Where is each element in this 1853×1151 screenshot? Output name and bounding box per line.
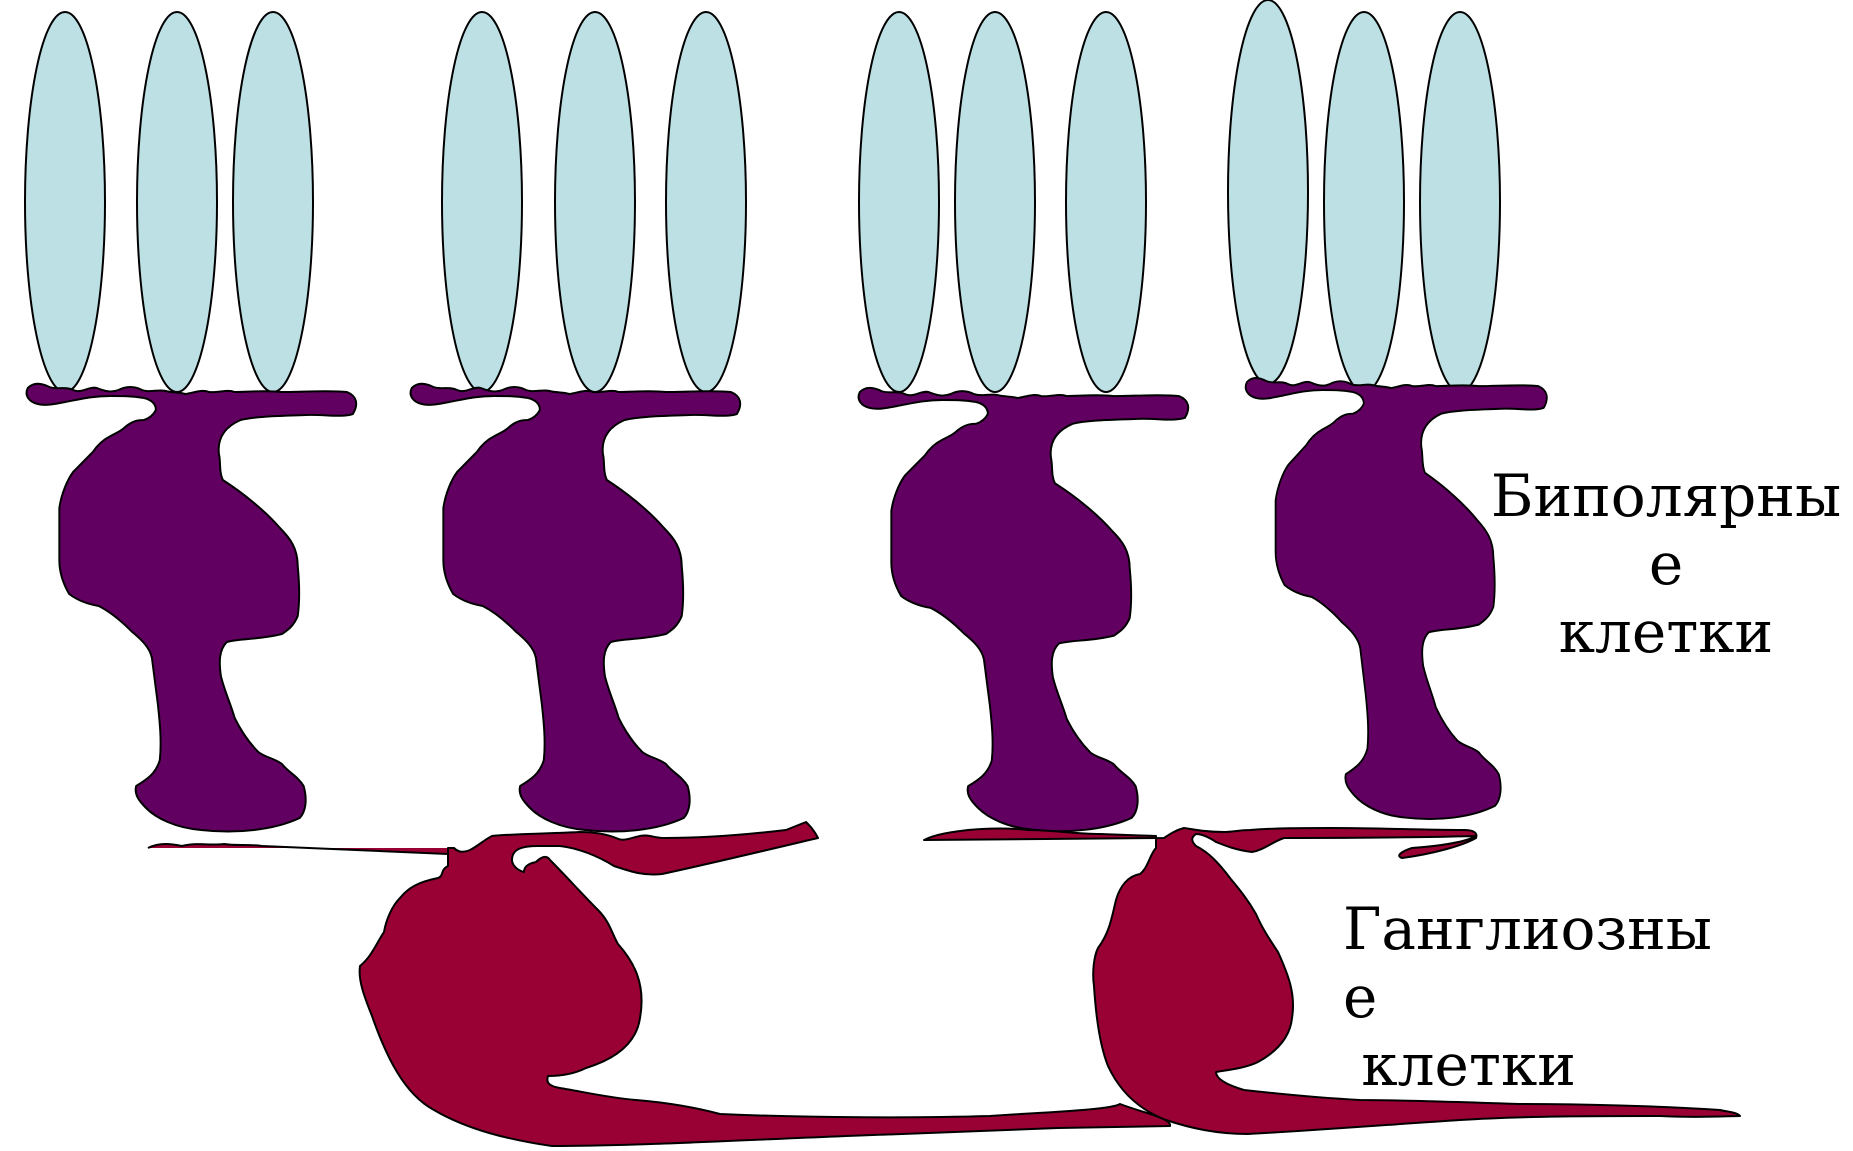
bipolar-cells-label: Биполярны е клетки [1480, 462, 1852, 666]
bipolar-cell-body [411, 384, 741, 832]
photoreceptor-group-3 [859, 12, 1146, 392]
photoreceptor-rod [666, 12, 746, 392]
photoreceptor-rod [1066, 12, 1146, 392]
bipolar-cell-3 [859, 388, 1189, 831]
photoreceptor-rod [25, 12, 105, 392]
photoreceptor-rod [1420, 12, 1500, 392]
photoreceptor-rod [955, 12, 1035, 392]
photoreceptor-rod [442, 12, 522, 392]
photoreceptor-group-2 [442, 12, 746, 392]
ganglion-cells-label: Ганглиозны е клетки [1343, 895, 1712, 1099]
photoreceptor-rod [859, 12, 939, 392]
bipolar-cell-body [27, 384, 357, 832]
photoreceptor-rod [1228, 0, 1308, 384]
photoreceptor-group-4 [1228, 0, 1500, 392]
bipolar-cell-body [859, 388, 1189, 831]
ganglion-cell-body [148, 822, 1170, 1146]
photoreceptor-rod [555, 12, 635, 392]
photoreceptor-rod [137, 12, 217, 392]
photoreceptor-rod [1324, 12, 1404, 392]
photoreceptor-group-1 [25, 12, 313, 392]
ganglion-cell-1 [148, 822, 1170, 1146]
bipolar-cell-1 [27, 384, 357, 832]
photoreceptor-rod [233, 12, 313, 392]
bipolar-cell-2 [411, 384, 741, 832]
